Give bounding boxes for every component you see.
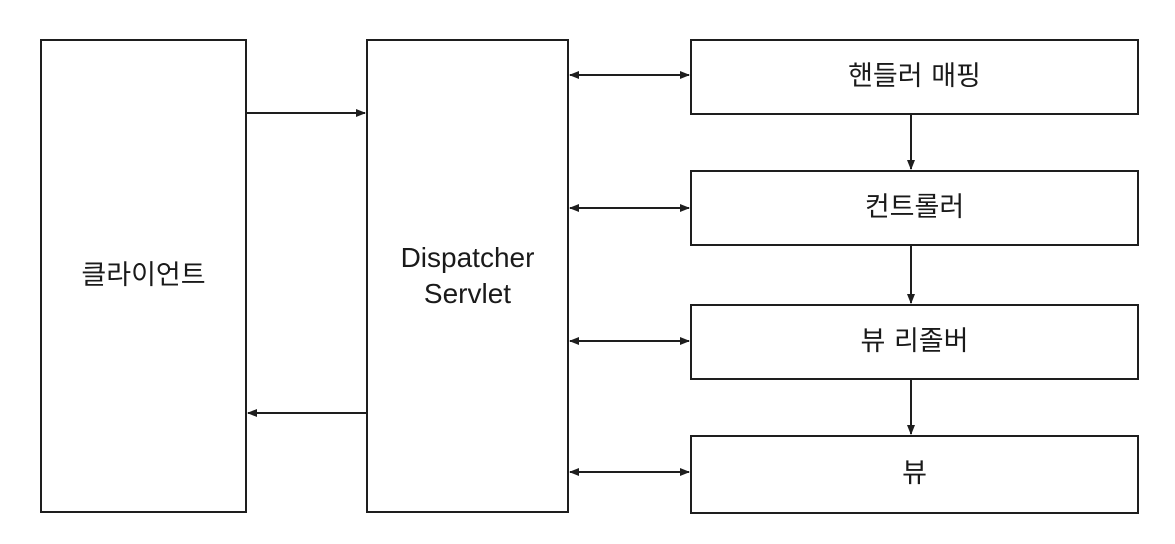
handler-mapping-label: 핸들러 매핑 [848, 60, 981, 92]
controller-box: 컨트롤러 [690, 170, 1139, 246]
view-label: 뷰 [902, 458, 927, 490]
client-box: 클라이언트 [40, 39, 247, 513]
dispatcher-label-line1: Dispatcher [400, 241, 535, 273]
client-label: 클라이언트 [81, 259, 206, 291]
dispatcher-servlet-box: Dispatcher Servlet [366, 39, 569, 513]
view-box: 뷰 [690, 435, 1139, 514]
handler-mapping-box: 핸들러 매핑 [690, 39, 1139, 115]
view-resolver-label: 뷰 리졸버 [860, 325, 969, 357]
dispatcher-servlet-label: Dispatcher Servlet [401, 240, 535, 313]
view-resolver-box: 뷰 리졸버 [690, 304, 1139, 380]
controller-label: 컨트롤러 [864, 191, 965, 223]
dispatcher-label-line2: Servlet [423, 278, 512, 309]
